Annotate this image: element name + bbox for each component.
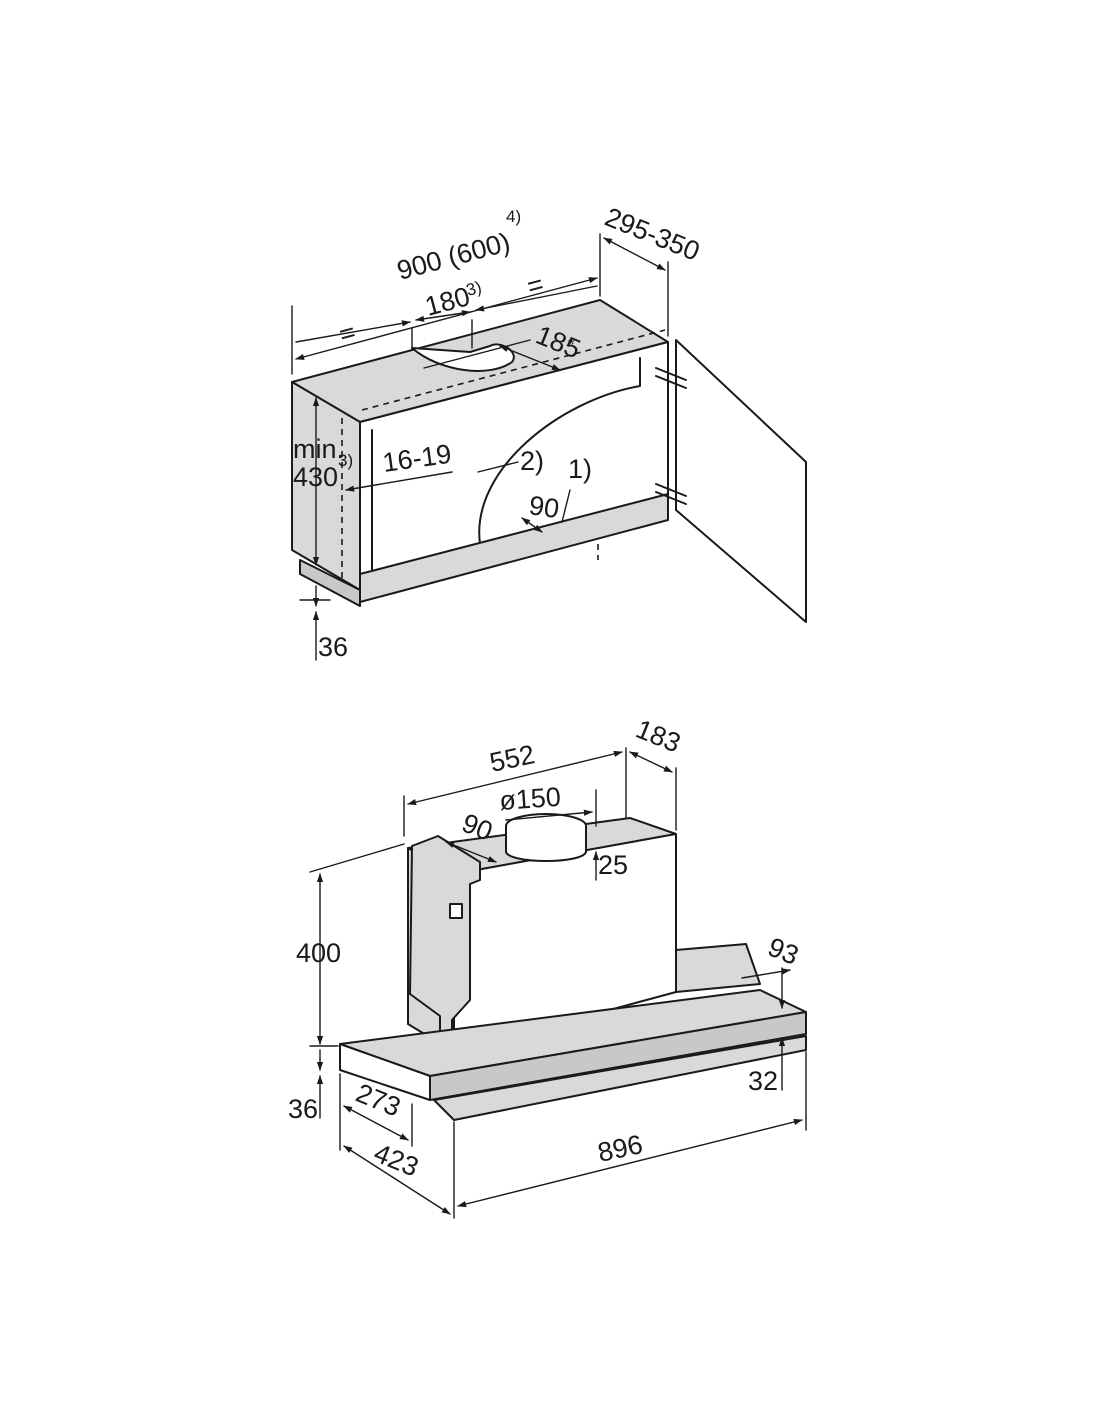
cabinet-door <box>675 339 807 623</box>
cabinet-figure: 900 (600) 4) 295-350 = 180 3) = 185 * mi… <box>291 202 807 662</box>
cabinet-base-plate <box>299 559 361 607</box>
dim-slide-offset: 93 <box>764 932 803 971</box>
dim-shelf-offset: 90 <box>527 490 561 524</box>
dim-box-depth: 183 <box>632 714 685 759</box>
dim-total-width: 896 <box>595 1129 645 1168</box>
dim-min-note: 3) <box>338 451 353 470</box>
dim-hood-height: 400 <box>296 938 341 968</box>
dim-duct-height: 25 <box>598 850 628 880</box>
bracket-tab <box>449 903 463 919</box>
dim-depth-cabinet: 295-350 <box>601 202 704 267</box>
dim-cutout-note: 3) <box>464 278 484 300</box>
label-area-1: 1) <box>568 454 592 484</box>
hood-body-cutout <box>371 357 641 573</box>
hinge-top <box>655 367 687 389</box>
dim-duct-diameter: ø150 <box>498 782 561 816</box>
dim-bottom-thickness: 36 <box>288 1094 318 1124</box>
dim-width-note: 4) <box>506 207 521 226</box>
dim-equal-right: = <box>524 269 547 302</box>
dim-bottom-offset: 36 <box>318 632 348 662</box>
hood-figure: 552 183 ø150 90 25 400 93 32 36 273 423 … <box>288 714 807 1219</box>
hood-rear-panel <box>675 943 761 993</box>
hood-bottom-bar <box>433 1035 807 1121</box>
dim-box-width: 552 <box>487 739 537 778</box>
dim-equal-left: = <box>336 317 359 350</box>
dim-min-prefix: min. <box>293 434 344 464</box>
dim-cutout-depth-mark: * <box>568 335 575 354</box>
dim-front-thickness: 32 <box>748 1066 778 1096</box>
dim-min-height: 430 <box>293 462 338 492</box>
label-area-2: 2) <box>520 446 544 476</box>
hood-front-strip <box>429 1011 807 1101</box>
duct-collar-body <box>505 825 587 862</box>
dim-depth-total: 423 <box>370 1138 423 1183</box>
dim-width-cabinet: 900 (600) <box>394 227 513 286</box>
hinge-bottom <box>655 483 687 505</box>
